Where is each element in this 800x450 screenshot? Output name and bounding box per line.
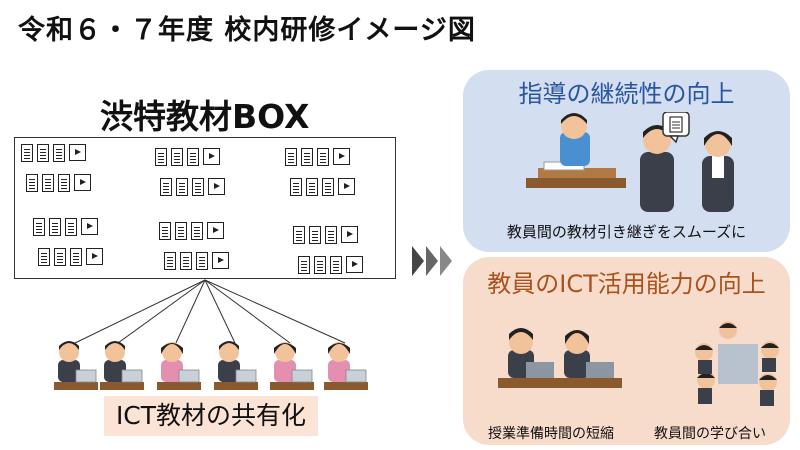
material-file-row [285,148,350,166]
document-icon [70,248,82,266]
ict-caption-prep-time: 授業準備時間の短縮 [488,426,614,442]
document-icon [53,144,65,162]
document-icon [171,148,183,166]
teacher-with-laptop-icon [270,342,314,390]
video-icon [338,178,355,195]
material-file-row [293,226,358,244]
teacher-with-laptop-icon [214,341,258,390]
sharing-line [204,279,236,344]
page-title: 令和６・７年度 校内研修イメージ図 [18,15,476,46]
student-at-desk-icon [526,113,626,188]
document-icon [54,248,66,266]
document-icon [298,256,310,274]
video-icon [86,248,103,265]
teacher-with-laptop-icon [100,341,144,390]
document-icon [160,178,172,196]
video-icon [212,252,229,269]
sharing-line [74,279,206,344]
document-icon [42,174,54,192]
teacher-with-laptop-icon [157,342,201,390]
sharing-line [174,279,206,346]
document-icon [65,218,77,236]
video-icon [341,226,358,243]
document-icon [290,178,302,196]
video-icon [207,222,224,239]
video-icon [346,256,363,273]
document-icon [191,222,203,240]
document-icon [33,218,45,236]
guidance-panel [463,70,790,252]
document-icon [322,178,334,196]
material-file-row [21,144,86,162]
teacher-with-laptop-icon [324,342,368,390]
ict-skills-title: 教員のICT活用能力の向上 [487,270,766,298]
sharing-line [117,279,206,344]
document-icon [285,148,297,166]
material-file-row [159,222,224,240]
guidance-caption: 教員間の教材引き継ぎをスムーズに [506,223,747,241]
document-icon [192,178,204,196]
sharing-line [204,279,291,344]
material-file-row [155,148,220,166]
document-icon [301,148,313,166]
document-icon [49,218,61,236]
material-file-row [38,248,103,266]
material-file-row [26,174,91,192]
video-icon [203,148,220,165]
document-icon [155,148,167,166]
material-file-row [160,178,225,196]
document-icon [38,248,50,266]
document-icon [180,252,192,270]
document-icon [330,256,342,274]
document-icon [314,256,326,274]
document-icon [317,148,329,166]
video-icon [208,178,225,195]
document-icon [196,252,208,270]
material-box [14,137,396,279]
document-icon [306,178,318,196]
document-icon [159,222,171,240]
document-icon [164,252,176,270]
document-icon [293,226,305,244]
document-icon [58,174,70,192]
triple-chevron-right-icon [412,246,452,276]
sharing-label: ICT教材の共有化 [104,396,318,436]
guidance-title: 指導の継続性の向上 [518,80,735,108]
material-box-title: 渋特教材BOX [100,97,310,136]
material-file-row [164,252,229,270]
teachers-meeting-icon [695,321,779,406]
teacher-with-laptop-icon [54,341,98,390]
material-file-row [290,178,355,196]
ict-illustration [498,321,779,406]
document-icon [325,226,337,244]
sharing-line [204,279,346,344]
teachers-talking-icon [640,112,734,212]
material-file-row [33,218,98,236]
guidance-illustration [526,112,734,212]
document-icon [26,174,38,192]
ict-caption-peer-learning: 教員間の学び合い [654,426,766,442]
video-icon [69,144,86,161]
video-icon [333,148,350,165]
document-icon [21,144,33,162]
video-icon [81,218,98,235]
document-icon [176,178,188,196]
teachers-at-laptops-icon [498,328,622,388]
document-icon [187,148,199,166]
document-icon [175,222,187,240]
document-icon [309,226,321,244]
video-icon [74,174,91,191]
material-file-row [298,256,363,274]
document-icon [37,144,49,162]
